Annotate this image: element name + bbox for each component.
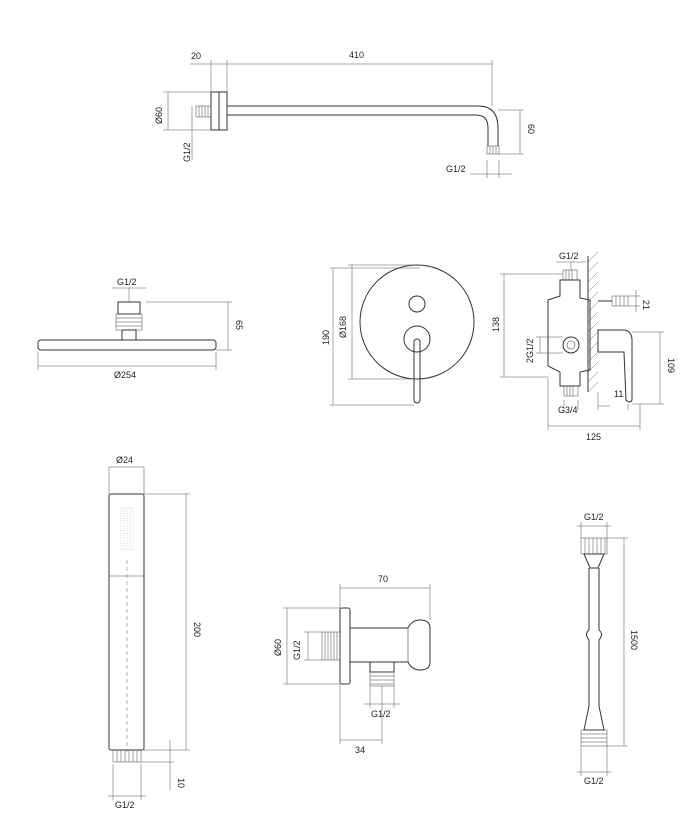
shower-arm-thread-dim: G1/2 <box>182 142 192 162</box>
wall-outlet-drawing: 70 Ø60 G1/2 G1/2 34 <box>273 574 431 755</box>
mixer-plate-dim: Ø168 <box>338 316 348 338</box>
shower-head-drawing: G1/2 65 Ø254 <box>37 277 244 380</box>
hand-shower-body <box>108 493 145 751</box>
shower-head-plate <box>37 339 217 351</box>
shower-arm-length-dim: 410 <box>349 50 364 60</box>
mixer-front-drawing: 190 Ø168 <box>321 264 475 406</box>
mixer-side-height-dim: 138 <box>491 317 501 332</box>
wall-outlet-body <box>349 619 431 671</box>
wall-outlet-outlet-thread-dim: G1/2 <box>371 709 391 719</box>
mixer-side-11-dim: 11 <box>614 389 623 399</box>
shower-head-height-dim: 65 <box>234 320 244 330</box>
hand-shower-diameter-dim: Ø24 <box>116 455 133 465</box>
shower-arm-drop-dim: 60 <box>526 124 536 134</box>
mixer-side-drawing: G1/2 138 2G1/2 21 109 11 G3/4 125 <box>491 251 676 442</box>
shower-head-neck <box>121 329 137 341</box>
shower-head-connector <box>117 301 141 315</box>
wall-outlet-flange <box>339 607 351 685</box>
hand-shower-thread-len-dim: 10 <box>176 778 186 788</box>
mixer-side-depth-dim: 125 <box>586 432 601 442</box>
mixer-side-bottom-inlet <box>563 385 579 397</box>
mixer-side-outlet <box>562 336 580 354</box>
hand-shower-length-dim: 200 <box>192 622 202 637</box>
hand-shower-thread-dim: G1/2 <box>115 800 135 810</box>
mixer-diverter-knob <box>408 295 426 313</box>
hose-body <box>586 568 602 706</box>
mixer-side-lever <box>597 329 633 403</box>
hose-top-thread-dim: G1/2 <box>584 512 604 522</box>
mixer-side-109-dim: 109 <box>666 358 676 373</box>
mixer-plate <box>359 264 475 380</box>
wall-outlet-inlet-thread-dim: G1/2 <box>292 640 302 660</box>
hand-shower-nozzles <box>120 507 134 551</box>
mixer-lever <box>413 338 421 404</box>
mixer-side-body <box>547 279 591 387</box>
wall-outlet-34-dim: 34 <box>355 745 365 755</box>
shower-arm-tube-bottom <box>227 114 489 146</box>
shower-arm-thread <box>195 105 212 118</box>
shower-arm-outlet-thread-dim: G1/2 <box>446 164 466 174</box>
mixer-side-21-dim: 21 <box>641 300 651 310</box>
wall-outlet-flange-dim: Ø60 <box>273 639 283 656</box>
mixer-side-top-inlet-dim: G1/2 <box>559 251 579 261</box>
shower-arm-flange-dim: 20 <box>191 51 201 61</box>
shower-head-thread-dim: G1/2 <box>117 277 137 287</box>
hose-drawing: G1/2 1500 G1/2 <box>577 512 639 786</box>
hose-bottom-thread-dim: G1/2 <box>584 776 604 786</box>
mixer-lever-base <box>403 325 431 353</box>
mixer-side-bottom-inlet-dim: G3/4 <box>558 405 578 415</box>
shower-arm-flange-dia-dim: Ø60 <box>154 107 164 124</box>
hose-length-dim: 1500 <box>629 630 639 650</box>
shower-arm-flange-cap <box>218 91 228 131</box>
wall-outlet-stem <box>369 661 395 673</box>
hand-shower-thread <box>112 749 142 763</box>
wall-outlet-length-dim: 70 <box>378 574 388 584</box>
mixer-height-dim: 190 <box>321 330 331 345</box>
shower-arm-flange <box>210 91 220 131</box>
shower-arm-drawing: 20 410 Ø60 G1/2 60 G1/2 <box>154 50 536 178</box>
hand-shower-drawing: Ø24 200 10 G1/2 <box>108 455 202 810</box>
shower-arm-tube-top <box>227 105 499 146</box>
hose-top-cone <box>583 553 605 569</box>
mixer-side-top-inlet <box>562 269 578 281</box>
shower-head-diameter-dim: Ø254 <box>114 370 136 380</box>
mixer-side-outlet-dim: 2G1/2 <box>525 338 535 363</box>
hose-bottom-cone <box>583 705 605 731</box>
